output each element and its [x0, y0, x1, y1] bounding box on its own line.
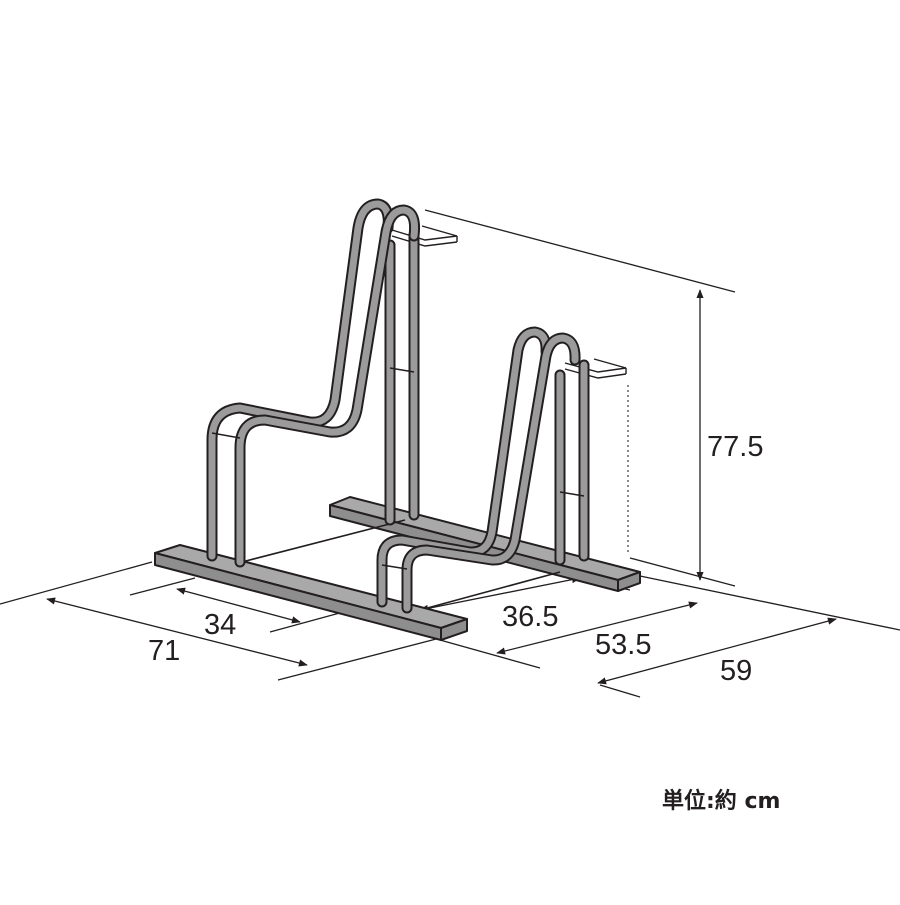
unit-label: 単位:約 cm — [662, 788, 780, 814]
dim-label-depth-inner: 34 — [204, 609, 236, 641]
dim-label-depth-outer: 71 — [148, 635, 180, 667]
dim-label-width-inner: 36.5 — [502, 601, 558, 633]
dim-arrow-71 — [46, 597, 308, 667]
right-short-frame — [376, 326, 627, 614]
dim-label-width-outer: 59 — [720, 655, 752, 687]
left-tall-frame — [206, 198, 458, 568]
dim-arrow-53-5 — [496, 601, 698, 655]
dim-label-width-mid: 53.5 — [595, 629, 651, 661]
dim-arrow-36-5 — [419, 576, 581, 612]
dim-arrow-59 — [597, 617, 837, 685]
ground-wires — [237, 519, 561, 611]
dim-label-height: 77.5 — [707, 431, 763, 463]
dimension-arrows — [46, 289, 837, 685]
front-rail — [154, 544, 468, 641]
